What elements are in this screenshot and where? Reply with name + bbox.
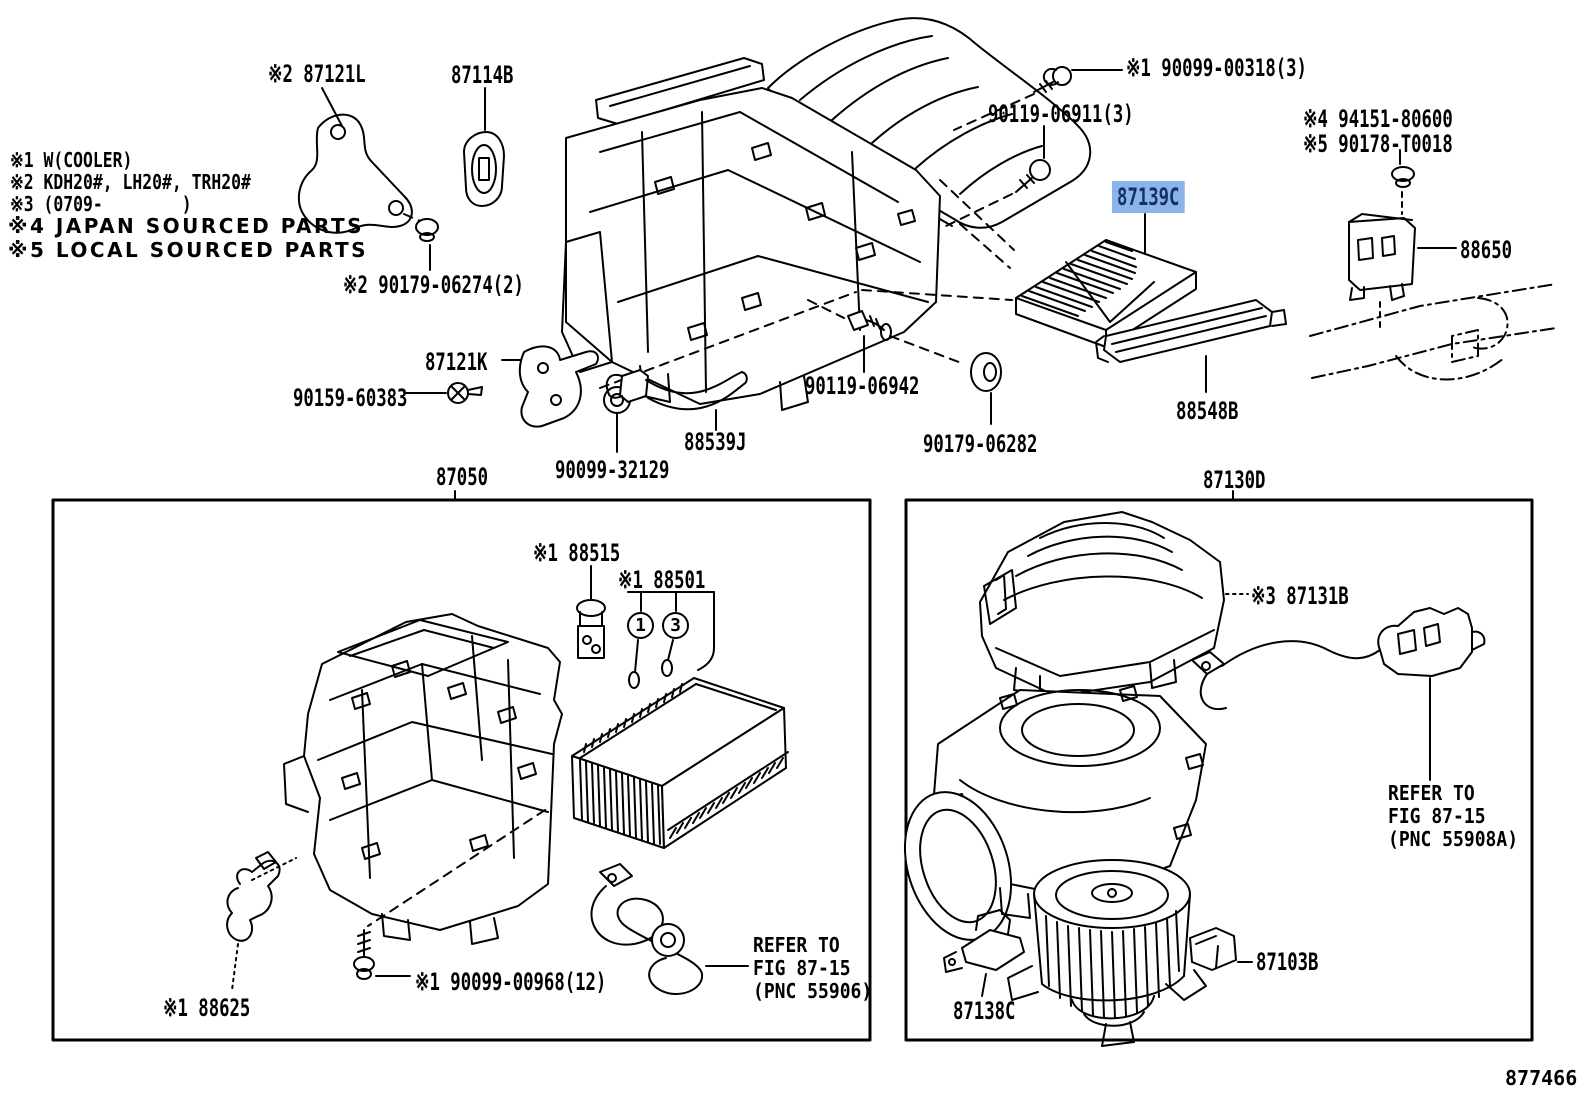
grommet-87114B <box>463 87 505 207</box>
label-87103B: 87103B <box>1256 948 1319 976</box>
legend-item-5: ※5 LOCAL SOURCED PARTS <box>8 238 369 262</box>
amplifier-88650 <box>1348 149 1457 331</box>
label-87139C-selected[interactable]: 87139C <box>1112 181 1185 213</box>
callout-circle-3: 3 <box>662 612 689 639</box>
body-panel-sketch <box>1309 283 1557 381</box>
label-88650: 88650 <box>1460 236 1513 264</box>
oring-88501-leaders <box>627 591 715 689</box>
cooling-unit-87131B <box>979 511 1249 697</box>
blower-case <box>903 685 1207 941</box>
label-90119-06911: 90119-06911(3) <box>988 100 1134 128</box>
resistor-87138C <box>943 909 1025 997</box>
seal-88548B <box>1095 299 1287 393</box>
left-box-frame <box>51 490 872 1042</box>
label-90099-32129: 90099-32129 <box>555 456 670 484</box>
legend-item-3: ※3 (0709- ) <box>10 192 192 216</box>
refer-note-pnc-55908A: REFER TO FIG 87-15 (PNC 55908A) <box>1388 781 1519 851</box>
bracket-87121L <box>297 87 421 234</box>
valve-88515 <box>576 565 606 659</box>
label-87131B: ※3 87131B <box>1251 582 1349 610</box>
blower-motor-87103B <box>1007 859 1253 1047</box>
label-90178-T0018: ※5 90178-T0018 <box>1303 130 1453 158</box>
refer-note-pnc-55906: REFER TO FIG 87-15 (PNC 55906) <box>753 933 873 1003</box>
screw-90099-00968 <box>353 809 546 980</box>
label-88501: ※1 88501 <box>618 566 706 594</box>
hose-88539J <box>605 369 748 431</box>
label-90159-60383: 90159-60383 <box>293 384 408 412</box>
label-90119-06942: 90119-06942 <box>805 372 920 400</box>
right-box-frame <box>904 490 1534 1042</box>
right-box-title: 87130D <box>1203 466 1266 494</box>
nut-90179-06274 <box>415 218 439 271</box>
label-88625: ※1 88625 <box>163 994 251 1022</box>
label-90099-00318: ※1 90099-00318(3) <box>1126 54 1307 82</box>
grommet-90179-06282 <box>970 352 1002 425</box>
label-87121L: ※2 87121L <box>268 60 366 88</box>
left-box-title: 87050 <box>436 463 489 491</box>
label-90179-06282: 90179-06282 <box>923 430 1038 458</box>
drawing-number: 877466 <box>1505 1066 1578 1090</box>
screw-90099-00318 <box>953 66 1123 131</box>
harness-55908A <box>1191 607 1486 781</box>
bracket-87121K <box>501 289 1013 428</box>
callout-circle-1: 1 <box>627 612 654 639</box>
clamp-88625 <box>226 851 297 991</box>
leader-dashes-top <box>939 179 1015 269</box>
label-88548B: 88548B <box>1176 397 1239 425</box>
label-90099-00968: ※1 90099-00968(12) <box>415 968 607 996</box>
bolt-90119-06942 <box>807 299 965 373</box>
label-88515: ※1 88515 <box>533 539 621 567</box>
label-88539J: 88539J <box>684 428 747 456</box>
label-94151-80600: ※4 94151-80600 <box>1303 105 1453 133</box>
legend-item-4: ※4 JAPAN SOURCED PARTS <box>8 214 365 238</box>
hvac-unit-assembly <box>561 17 1092 411</box>
legend-item-2: ※2 KDH20#, LH20#, TRH20# <box>10 170 251 194</box>
label-87114B: 87114B <box>451 61 514 89</box>
heater-unit <box>283 613 563 945</box>
label-90179-06274: ※2 90179-06274(2) <box>343 271 524 299</box>
harness-55906 <box>590 863 749 995</box>
screw-90159-60383 <box>403 382 483 404</box>
label-87138C: 87138C <box>953 997 1016 1025</box>
label-87121K: 87121K <box>425 348 488 376</box>
screw-90119-06911 <box>945 125 1051 227</box>
legend-item-1: ※1 W(COOLER) <box>10 148 133 172</box>
evaporator-core <box>571 677 789 849</box>
